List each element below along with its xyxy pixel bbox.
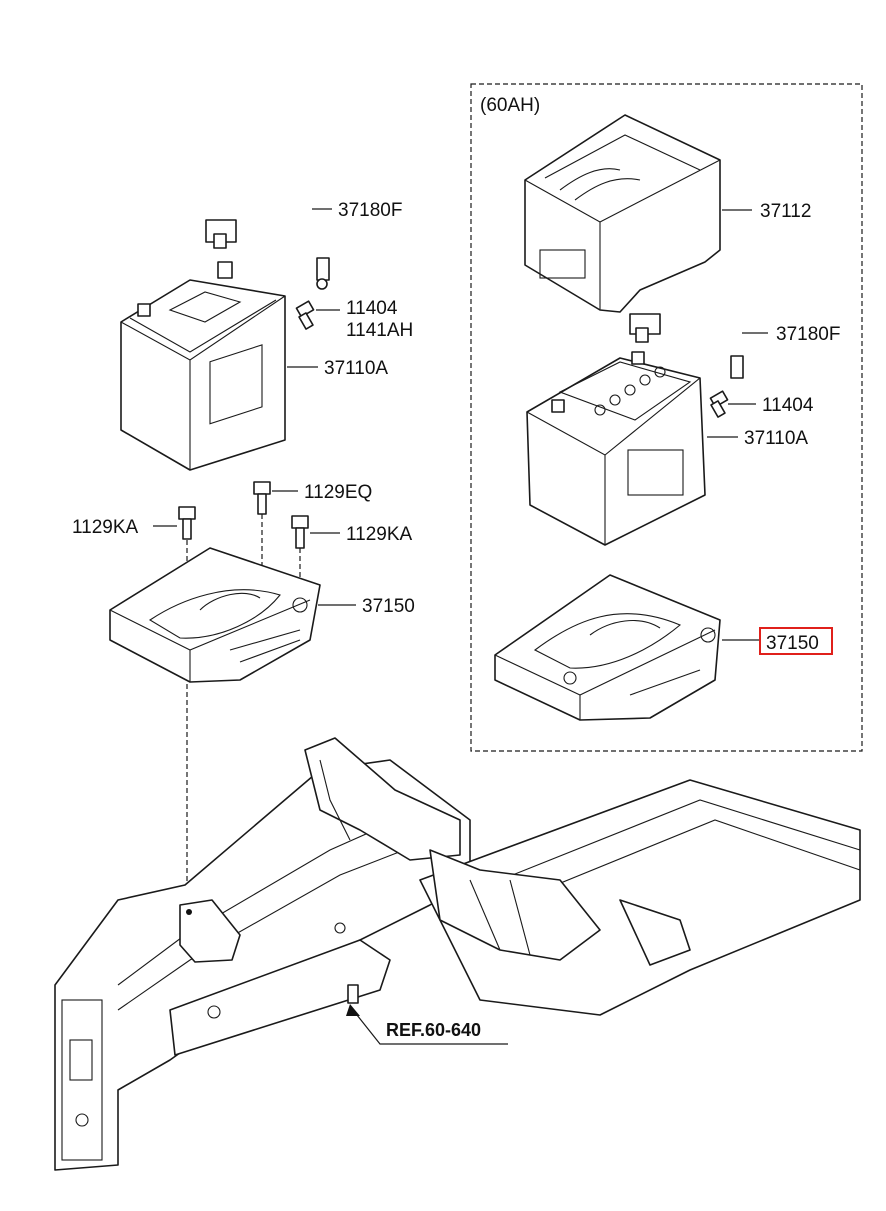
group-label: (60AH) <box>480 95 540 116</box>
label-tray-left[interactable]: 37150 <box>362 596 415 617</box>
battery-tray-right-60ah[interactable] <box>494 574 721 721</box>
label-bolt-a-left[interactable]: 11404 <box>346 298 398 319</box>
reference-label[interactable]: REF.60-640 <box>386 1020 481 1040</box>
label-tray-right[interactable]: 37150 <box>766 633 819 654</box>
bolt-1129ka-left[interactable] <box>178 506 196 540</box>
label-bolt-ka-left[interactable]: 1129KA <box>72 517 139 538</box>
bolt-1129ka-right[interactable] <box>291 515 309 549</box>
bolt-1129eq[interactable] <box>253 481 271 515</box>
reference-arrow-icon <box>346 1004 360 1016</box>
mount-hole <box>186 909 192 915</box>
battery-cover-60ah[interactable] <box>524 114 721 313</box>
battery-left[interactable] <box>120 261 286 471</box>
body-frame <box>54 737 861 1171</box>
bolt-11404-right[interactable] <box>709 390 729 418</box>
label-cable-right[interactable]: 37180F <box>776 324 840 345</box>
highlight-box-37150 <box>759 627 833 655</box>
battery-tray-left[interactable] <box>109 547 321 683</box>
label-bolt-right[interactable]: 11404 <box>762 395 814 416</box>
group-box-60ah <box>470 83 863 752</box>
battery-cable-left[interactable] <box>205 198 330 290</box>
label-bolt-eq[interactable]: 1129EQ <box>304 482 372 503</box>
label-cover[interactable]: 37112 <box>760 201 811 222</box>
battery-right-60ah[interactable] <box>526 351 706 546</box>
label-battery-left[interactable]: 37110A <box>324 358 388 379</box>
leader-reference <box>352 1009 508 1045</box>
bolt-11404-left[interactable] <box>295 300 315 330</box>
label-bolt-b-left[interactable]: 1141AH <box>346 320 413 341</box>
label-bolt-ka-right[interactable]: 1129KA <box>346 524 413 545</box>
label-cable-left[interactable]: 37180F <box>338 200 402 221</box>
label-battery-right[interactable]: 37110A <box>744 428 808 449</box>
battery-cable-right[interactable] <box>629 293 744 379</box>
